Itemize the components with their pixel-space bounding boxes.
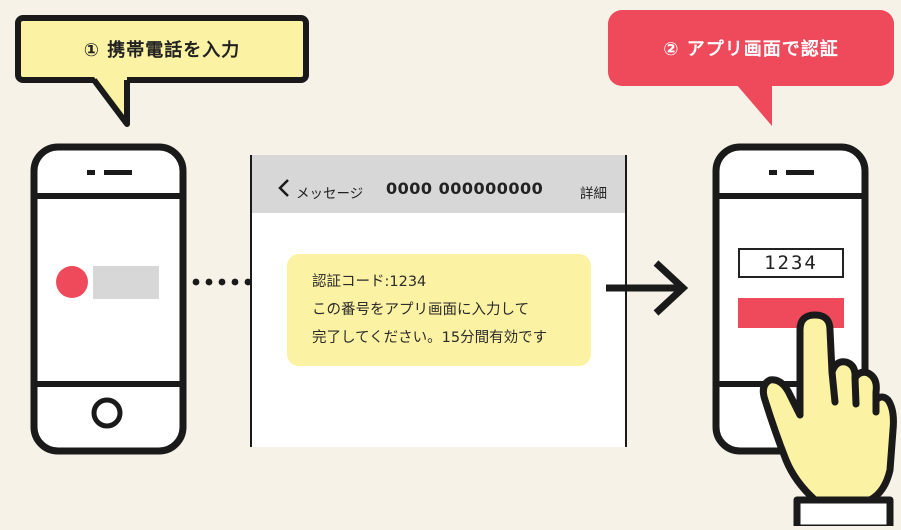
sender-number: 0000 000000000 bbox=[386, 179, 544, 198]
right-arrow-icon bbox=[606, 260, 689, 316]
back-label: メッセージ bbox=[296, 186, 364, 202]
home-button-icon bbox=[91, 397, 123, 429]
camera-icon bbox=[769, 170, 777, 175]
sms-message-bubble bbox=[287, 254, 591, 366]
details-label: 詳細 bbox=[580, 186, 607, 202]
camera-icon bbox=[87, 170, 95, 175]
step1-label: ① 携帯電話を入力 bbox=[83, 40, 241, 61]
back-chevron-icon bbox=[278, 179, 289, 197]
sms-message-line: この番号をアプリ画面に入力して bbox=[312, 302, 530, 318]
step2-label: ② アプリ画面で認証 bbox=[663, 39, 839, 60]
code-input-field: 1234 bbox=[738, 248, 844, 278]
speaker-icon bbox=[104, 170, 132, 175]
pointing-hand-icon bbox=[759, 311, 897, 530]
left-phone bbox=[30, 143, 187, 455]
speaker-icon bbox=[786, 170, 814, 175]
phone-input-field bbox=[93, 266, 159, 299]
sms-screen bbox=[250, 155, 627, 447]
sms-message-line: 完了してください。15分間有効です bbox=[312, 330, 548, 346]
sms-message-line: 認証コード:1234 bbox=[312, 274, 427, 290]
step2-bubble bbox=[608, 10, 894, 126]
step1-bubble bbox=[15, 15, 309, 127]
phone-input-dot bbox=[56, 266, 88, 298]
